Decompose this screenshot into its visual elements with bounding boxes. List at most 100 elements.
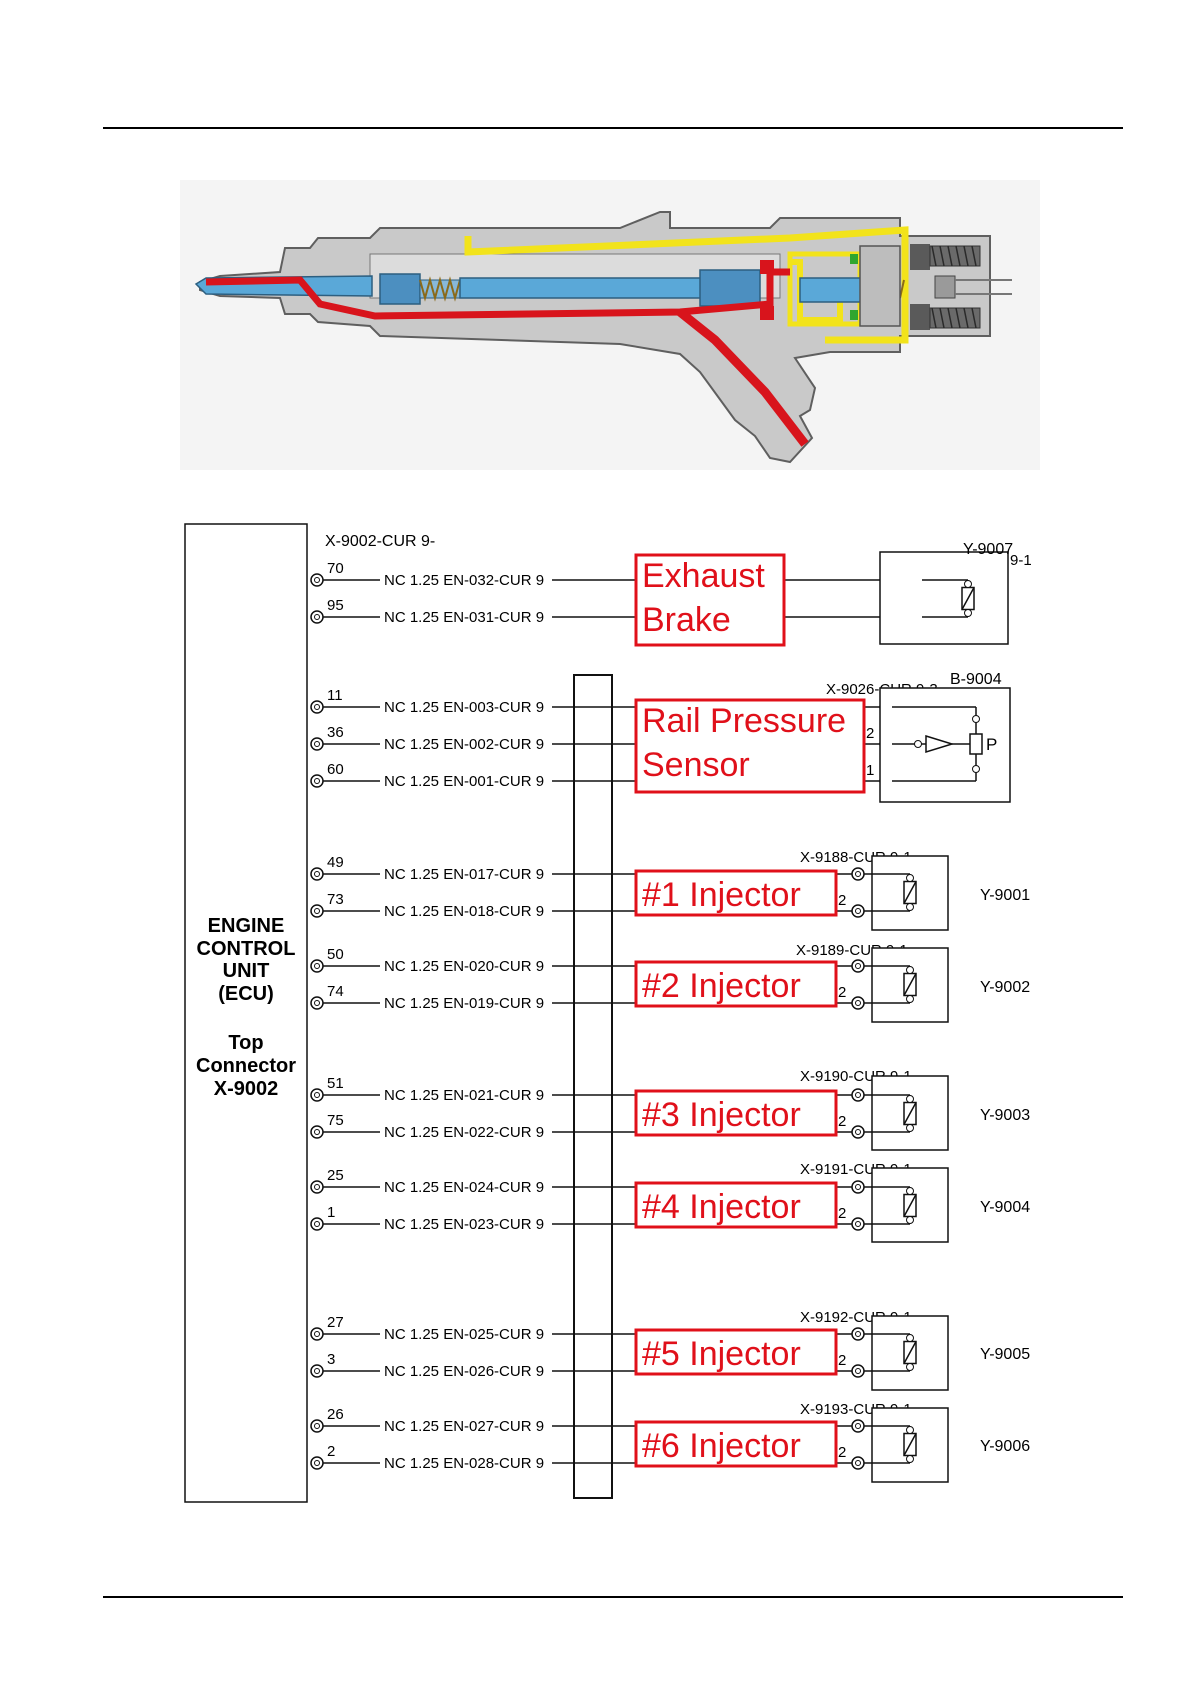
amplifier-triangle-icon [925, 734, 955, 754]
wire-code: NC 1.25 EN-021-CUR 9 [384, 1087, 544, 1104]
label-text: #4 Injector [642, 1188, 801, 1226]
wire-row: 95 NC 1.25 EN-031-CUR 9 [310, 597, 910, 626]
component-injector-6 [864, 1407, 949, 1483]
wire-code: NC 1.25 EN-017-CUR 9 [384, 866, 544, 883]
label-text: #5 Injector [642, 1335, 801, 1373]
ecu-pin-number: 11 [327, 687, 343, 704]
label-box-injector-1: #1 Injector [634, 869, 838, 917]
wire-code: NC 1.25 EN-027-CUR 9 [384, 1418, 544, 1435]
wire-row: 3NC 1.25 EN-026-CUR 9 [310, 1351, 852, 1380]
wire-code: NC 1.25 EN-018-CUR 9 [384, 903, 544, 920]
component-pin-number: 2 [838, 1205, 846, 1222]
component-exhaust-brake [879, 551, 1009, 645]
group-injector-4: 25 NC 1.25 EN-024-CUR 9 1 NC 1.25 EN-023-CU… [310, 1161, 1030, 1243]
wire-row: 75 NC 1.25 EN-022-CUR 9 [310, 1112, 852, 1141]
ecu-label-line-1: ENGINE [208, 915, 285, 937]
ecu-box: ENGINE CONTROL UNIT (ECU) Top Connector … [184, 523, 308, 1503]
component-id: Y-9007 [963, 541, 1013, 558]
label-text: #6 Injector [642, 1427, 801, 1465]
component-pin-number: 2 [866, 725, 874, 742]
pressure-element-icon [969, 733, 983, 755]
ecu-pin-number: 49 [327, 854, 344, 871]
ecu-pin-number: 50 [327, 946, 344, 963]
label-text: #2 Injector [642, 967, 801, 1005]
ecu-pin-number: 26 [327, 1406, 344, 1423]
ecu-pin-number: 73 [327, 891, 344, 908]
label-box-injector-6: #6 Injector [634, 1420, 838, 1468]
component-id: Y-9004 [980, 1199, 1030, 1216]
ecu-pin-number: 95 [327, 597, 344, 614]
component-injector-5 [864, 1315, 949, 1391]
wire-code: NC 1.25 EN-020-CUR 9 [384, 958, 544, 975]
group-exhaust-brake: 70 NC 1.25 EN-032-CUR 9 95 NC 1.25 EN-031-C… [310, 541, 1032, 647]
component-rail-pressure-sensor: P [879, 687, 1011, 803]
component-pin-number: 2 [838, 892, 846, 909]
ecu-pin-number: 2 [327, 1443, 335, 1460]
wire-row: 25 NC 1.25 EN-024-CUR 9 [310, 1167, 852, 1196]
ecu-pin-number: 51 [327, 1075, 344, 1092]
component-pin-number: 2 [838, 1352, 846, 1369]
component-pin-number: 2 [838, 1113, 846, 1130]
ecu-pin-number: 70 [327, 560, 344, 577]
ecu-label-line-7: X-9002 [214, 1078, 279, 1100]
ecu-pin-number: 74 [327, 983, 344, 1000]
wire-row: 73 NC 1.25 EN-018-CUR 9 [310, 891, 852, 920]
label-text: Sensor [642, 746, 750, 784]
group-injector-6: 26 NC 1.25 EN-027-CUR 9 2NC 1.25 EN-028-CU… [310, 1401, 1030, 1483]
label-box-injector-2: #2 Injector [634, 960, 838, 1008]
label-box-injector-4: #4 Injector [634, 1181, 838, 1229]
component-pin-number: 1 [866, 762, 874, 779]
ecu-label-line-5: Top [228, 1032, 263, 1054]
harness-bus-bar [573, 674, 613, 1499]
label-text: #3 Injector [642, 1096, 801, 1134]
component-injector-3 [864, 1075, 949, 1151]
label-text: Rail Pressure [642, 702, 846, 740]
component-injector-4 [864, 1167, 949, 1243]
ecu-label-line-6: Connector [196, 1055, 296, 1077]
wire-code: NC 1.25 EN-031-CUR 9 [384, 609, 544, 626]
ecu-connector-header: X-9002-CUR 9- [325, 533, 435, 550]
component-id: Y-9006 [980, 1438, 1030, 1455]
ecu-pin-number: 36 [327, 724, 344, 741]
ecu-pin-number: 75 [327, 1112, 344, 1129]
group-injector-1: 49 NC 1.25 EN-017-CUR 9 73 NC 1.25 EN-018-C… [310, 849, 1030, 931]
label-text: #1 Injector [642, 876, 801, 914]
label-text: Exhaust [642, 557, 765, 595]
wire-row: 2NC 1.25 EN-028-CUR 9 [310, 1443, 852, 1472]
wire-row: 50 NC 1.25 EN-020-CUR 9 [310, 946, 852, 975]
ecu-label-line-4: (ECU) [218, 983, 274, 1005]
label-text: Brake [642, 601, 731, 639]
wire-code: NC 1.25 EN-022-CUR 9 [384, 1124, 544, 1141]
circuit-groups: 70 NC 1.25 EN-032-CUR 9 95 NC 1.25 EN-031-C… [310, 541, 1032, 1483]
ecu-pin-number: 25 [327, 1167, 344, 1184]
label-box-injector-5: #5 Injector [634, 1328, 838, 1376]
wire-code: NC 1.25 EN-025-CUR 9 [384, 1326, 544, 1343]
wire-code: NC 1.25 EN-032-CUR 9 [384, 572, 544, 589]
component-pin-number: 2 [838, 984, 846, 1001]
wire-code: NC 1.25 EN-026-CUR 9 [384, 1363, 544, 1380]
wire-row: 70 NC 1.25 EN-032-CUR 9 [310, 560, 910, 589]
component-id: B-9004 [950, 671, 1002, 688]
ecu-label-line-3: UNIT [223, 960, 270, 982]
wire-row: 49 NC 1.25 EN-017-CUR 9 [310, 854, 852, 883]
component-id: Y-9003 [980, 1107, 1030, 1124]
component-id: Y-9002 [980, 979, 1030, 996]
component-id: Y-9001 [980, 887, 1030, 904]
wire-code: NC 1.25 EN-023-CUR 9 [384, 1216, 544, 1233]
wire-code: NC 1.25 EN-024-CUR 9 [384, 1179, 544, 1196]
component-injector-1 [864, 855, 949, 931]
ecu-pin-number: 1 [327, 1204, 335, 1221]
wire-code: NC 1.25 EN-001-CUR 9 [384, 773, 544, 790]
component-id: Y-9005 [980, 1346, 1030, 1363]
pressure-symbol-letter: P [986, 735, 997, 754]
